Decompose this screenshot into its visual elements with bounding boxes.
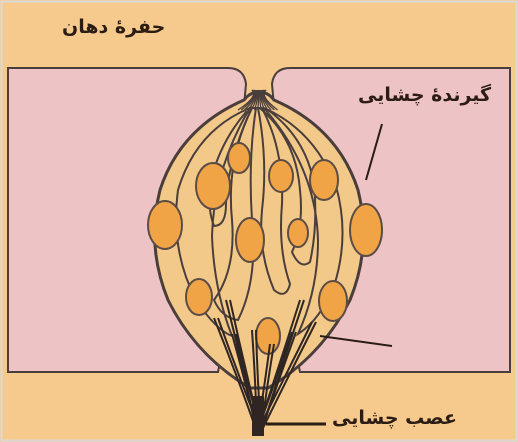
nucleus: [319, 281, 347, 321]
nucleus: [186, 279, 212, 315]
nucleus: [288, 219, 308, 247]
nucleus: [196, 163, 230, 209]
nucleus: [228, 143, 250, 173]
nucleus: [148, 201, 182, 249]
nucleus: [350, 204, 382, 256]
nucleus: [269, 160, 293, 192]
oral-cavity-label: حفرهٔ دهان: [62, 16, 165, 38]
taste-receptor-label: گیرندهٔ چشایی: [358, 84, 491, 106]
nucleus: [236, 218, 264, 262]
nucleus: [310, 160, 338, 200]
nucleus: [256, 318, 280, 354]
taste-nerve-label: عصب چشایی: [332, 407, 457, 429]
nerve-trunk: [252, 396, 264, 436]
